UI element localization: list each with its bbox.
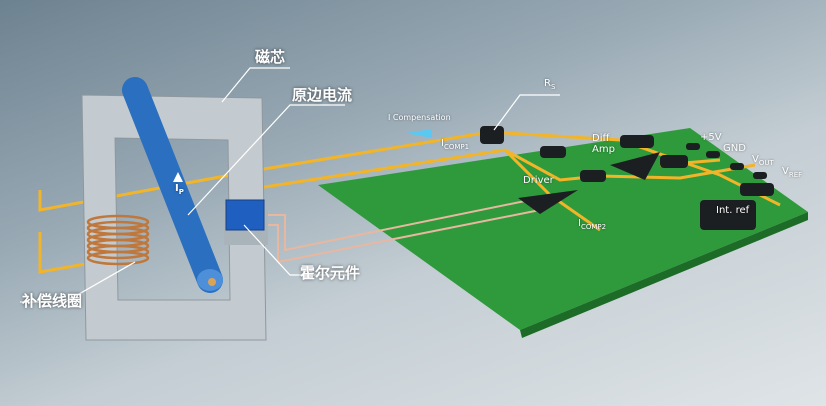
ip-main: I xyxy=(175,183,179,194)
vref-main: V xyxy=(782,166,789,177)
label-icomp2: ICOMP2 xyxy=(578,218,606,231)
rs-main: R xyxy=(544,78,551,89)
label-i-compensation: I Compensation xyxy=(388,113,451,122)
compensation-coil xyxy=(86,214,150,266)
primary-conductor xyxy=(122,77,223,293)
conductor-core xyxy=(208,278,216,286)
icomp2-main: I xyxy=(578,218,581,229)
label-icomp1: ICOMP1 xyxy=(441,138,469,151)
ip-sub: P xyxy=(178,188,184,196)
compensation-arrow-icon xyxy=(405,129,432,138)
leader-lines xyxy=(20,67,560,303)
icomp1-sub: COMP1 xyxy=(443,143,470,151)
icomp1-main: I xyxy=(441,138,444,149)
label-gnd: GND xyxy=(723,143,746,154)
icomp2-sub: COMP2 xyxy=(580,223,607,231)
label-hall-element: 霍尔元件 xyxy=(300,264,361,282)
hall-element xyxy=(225,199,265,231)
label-rs: RS xyxy=(544,78,555,91)
label-core: 磁芯 xyxy=(255,48,286,66)
rs-sub: S xyxy=(550,83,556,91)
label-compensation-coil: 补偿线圈 xyxy=(22,292,83,310)
chips xyxy=(480,126,774,230)
label-vref: VREF xyxy=(782,166,802,179)
label-primary-current: 原边电流 xyxy=(292,86,353,104)
label-plus5v: +5V xyxy=(700,132,722,143)
label-driver: Driver xyxy=(523,175,554,186)
vout-sub: OUT xyxy=(758,159,774,167)
label-diff-amp: Diff Amp xyxy=(592,133,615,155)
current-arrow-icon xyxy=(173,172,183,182)
vout-main: V xyxy=(752,154,759,165)
pcb-edge xyxy=(520,212,808,338)
vref-sub: REF xyxy=(788,171,803,179)
hall-wires xyxy=(262,199,541,264)
label-int-ref: Int. ref xyxy=(716,205,750,216)
label-ip: IP xyxy=(175,183,184,196)
label-vout: VOUT xyxy=(752,154,774,167)
